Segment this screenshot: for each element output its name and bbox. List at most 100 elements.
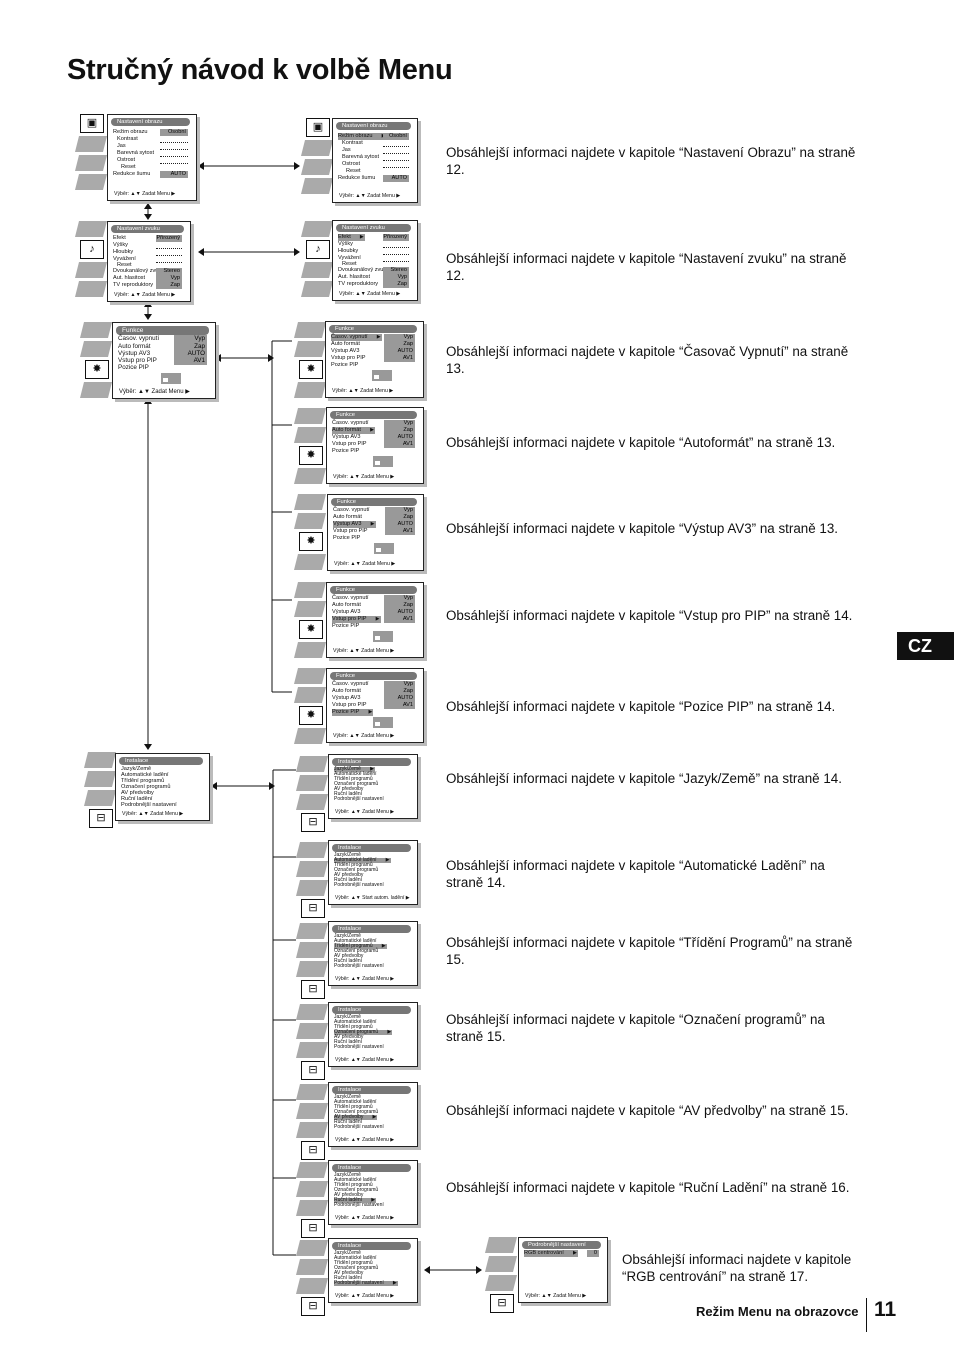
menu-item[interactable]: Výstup AV3 — [332, 609, 361, 615]
star-icon[interactable] — [296, 961, 328, 977]
menu-item[interactable]: Barevná sytost — [342, 154, 379, 160]
star-icon[interactable] — [301, 262, 333, 278]
menu-item[interactable]: Výstup AV3 — [332, 434, 361, 440]
menu-item[interactable]: Auto formát — [332, 688, 361, 694]
slider[interactable] — [160, 158, 188, 164]
menu-item[interactable]: Ruční ladění — [334, 791, 363, 797]
menu-item[interactable]: Časov. vypnutí — [333, 507, 370, 513]
picture-icon[interactable] — [294, 408, 326, 424]
menu-item[interactable]: Časov. vypnutí — [332, 681, 369, 687]
menu-item[interactable]: Aut. hlasitost — [338, 274, 371, 280]
toolbox-icon[interactable] — [294, 642, 326, 658]
slider[interactable] — [382, 155, 409, 161]
menu-item[interactable]: Vstup pro PIP — [331, 355, 366, 361]
menu-item[interactable]: Vstup pro PIP — [118, 357, 157, 364]
menu-item[interactable]: AV předvolby — [334, 953, 364, 959]
menu-item-selected[interactable]: Označení programů — [334, 1030, 393, 1035]
menu-item[interactable]: Vstup pro PIP — [333, 528, 368, 534]
menu-item[interactable]: Třídění programů — [334, 1104, 373, 1110]
slider[interactable] — [382, 256, 409, 262]
slider[interactable] — [160, 144, 188, 150]
menu-item[interactable]: Ruční ladění — [334, 1119, 363, 1125]
menu-item[interactable]: Časov. vypnutí — [332, 420, 369, 426]
picture-icon[interactable] — [294, 322, 326, 338]
picture-icon[interactable] — [296, 1004, 328, 1020]
menu-item[interactable]: Jazyk/Země — [334, 1250, 361, 1256]
menu-item[interactable]: Podrobnější nastavení — [334, 1124, 384, 1130]
menu-item[interactable]: Automatické ladění — [334, 1019, 377, 1025]
menu-item-selected[interactable]: Auto formát — [332, 427, 375, 434]
menu-item[interactable]: Vyvážení — [338, 255, 361, 261]
picture-icon[interactable] — [84, 752, 116, 768]
menu-item-selected[interactable]: Ruční ladění — [334, 1198, 377, 1203]
menu-item[interactable]: Třídění programů — [334, 776, 373, 782]
toolbox-icon[interactable]: ⊟ — [301, 980, 325, 999]
star-icon[interactable] — [75, 262, 107, 278]
menu-item[interactable]: AV předvolby — [334, 1192, 364, 1198]
menu-item[interactable]: Automatické ladění — [334, 1177, 377, 1183]
menu-item[interactable]: Podrobnější nastavení — [334, 1202, 384, 1208]
menu-item[interactable]: Časov. vypnutí — [118, 335, 160, 342]
note-icon[interactable] — [296, 861, 328, 877]
slider[interactable] — [382, 141, 409, 147]
menu-item[interactable]: Vstup pro PIP — [332, 441, 367, 447]
note-icon[interactable] — [294, 687, 326, 703]
note-icon[interactable] — [301, 140, 333, 156]
menu-item[interactable]: Barevná sytost — [117, 150, 154, 156]
menu-item[interactable]: Označení programů — [334, 867, 379, 873]
picture-icon[interactable] — [296, 1162, 328, 1178]
menu-item[interactable]: Ruční ladění — [334, 1039, 363, 1045]
menu-item[interactable]: Automatické ladění — [334, 1099, 377, 1105]
toolbox-icon[interactable]: ⊟ — [301, 813, 325, 832]
toolbox-icon[interactable] — [294, 382, 326, 398]
menu-item[interactable]: AV předvolby — [334, 1270, 364, 1276]
star-icon[interactable] — [75, 155, 107, 171]
menu-item[interactable]: Ruční ladění — [121, 796, 153, 802]
menu-item[interactable]: Označení programů — [334, 781, 379, 787]
menu-item[interactable]: Jas — [342, 147, 351, 153]
menu-item-selected[interactable]: Výstup AV3 — [333, 521, 376, 528]
menu-item[interactable]: Pozice PIP — [331, 362, 359, 368]
picture-icon[interactable] — [296, 923, 328, 939]
toolbox-icon[interactable] — [301, 281, 333, 297]
menu-item-selected[interactable]: AV předvolby — [334, 1115, 378, 1120]
star-icon[interactable] — [296, 1042, 328, 1058]
menu-item[interactable]: Reset — [121, 164, 136, 170]
menu-item-selected[interactable]: RGB centrování — [524, 1250, 578, 1257]
menu-item[interactable]: Auto formát — [333, 514, 362, 520]
menu-item[interactable]: Podrobnější nastavení — [121, 802, 177, 808]
toolbox-icon[interactable]: ⊟ — [301, 1141, 325, 1160]
toolbox-icon[interactable]: ⊟ — [301, 899, 325, 918]
slider[interactable] — [160, 151, 188, 157]
star-icon[interactable]: ✸ — [85, 360, 109, 379]
menu-item[interactable]: Ostrost — [342, 161, 361, 167]
menu-item[interactable]: Vyvážení — [113, 256, 136, 262]
menu-item[interactable]: Auto formát — [332, 602, 361, 608]
menu-item[interactable]: Označení programů — [121, 784, 171, 790]
star-icon[interactable] — [84, 790, 116, 806]
star-icon[interactable] — [301, 159, 333, 175]
note-icon[interactable] — [296, 775, 328, 791]
picture-icon[interactable] — [485, 1237, 517, 1253]
note-icon[interactable] — [75, 136, 107, 152]
note-icon[interactable] — [294, 601, 326, 617]
menu-item[interactable]: Redukce šumu — [338, 175, 376, 181]
toolbox-icon[interactable] — [80, 382, 112, 398]
star-icon[interactable] — [296, 1278, 328, 1294]
star-icon[interactable] — [296, 880, 328, 896]
note-icon[interactable] — [296, 942, 328, 958]
toolbox-icon[interactable]: ⊟ — [301, 1297, 325, 1316]
toolbox-icon[interactable] — [75, 281, 107, 297]
picture-icon[interactable] — [294, 668, 326, 684]
star-icon[interactable]: ✸ — [299, 532, 323, 551]
menu-item-selected[interactable]: Efekt — [338, 234, 365, 241]
menu-item[interactable]: Výstup AV3 — [332, 695, 361, 701]
picture-icon[interactable] — [296, 842, 328, 858]
menu-item[interactable]: Dvoukanálový zvuk — [113, 268, 162, 274]
menu-item-selected[interactable]: Třídění programů — [334, 944, 387, 949]
star-icon[interactable] — [296, 1200, 328, 1216]
menu-item-selected[interactable]: Pozice PIP — [332, 709, 374, 716]
menu-item[interactable]: Režim obrazu — [113, 129, 148, 135]
note-icon[interactable] — [296, 1103, 328, 1119]
menu-item[interactable]: TV reproduktory — [338, 281, 379, 287]
